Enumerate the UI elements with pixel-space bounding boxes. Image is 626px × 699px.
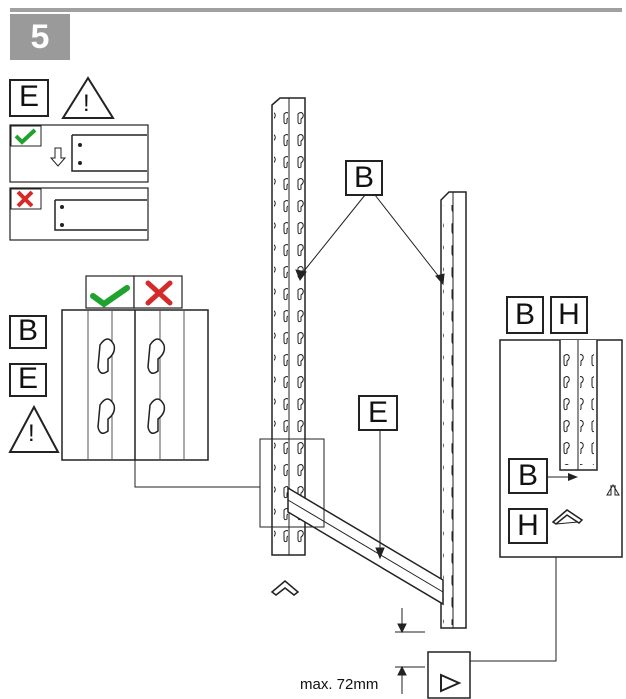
orientation-correct-panel: [9, 124, 149, 183]
legend-warning: [9, 76, 115, 119]
foot-inner-label-h: H: [508, 508, 548, 544]
gap-dimension-text: max. 72mm: [300, 676, 379, 693]
upright-right: [440, 191, 467, 629]
foot-inner-label-b: B: [508, 458, 548, 494]
beam-callout-label: E: [358, 395, 398, 431]
foot-label-h: H: [550, 296, 588, 334]
step-number-badge: 5: [10, 14, 70, 60]
foot-detail-small: [427, 557, 557, 699]
upright-left: [270, 97, 306, 596]
keyhole-detail-panel: [8, 275, 260, 488]
upright-callout-label: B: [345, 160, 383, 196]
orientation-wrong-panel: [9, 187, 149, 241]
legend-warning-mark: !: [83, 90, 90, 117]
detail-label-e: E: [17, 362, 38, 395]
gap-dimension: [395, 608, 425, 694]
beam-e: [259, 438, 444, 606]
foot-label-b: B: [506, 296, 544, 334]
detail-label-b: B: [17, 314, 38, 347]
callout-lines: [295, 194, 445, 560]
header-rule: [10, 8, 622, 12]
legend-e-label: E: [18, 80, 39, 113]
detail-warning-mark: !: [28, 420, 35, 447]
